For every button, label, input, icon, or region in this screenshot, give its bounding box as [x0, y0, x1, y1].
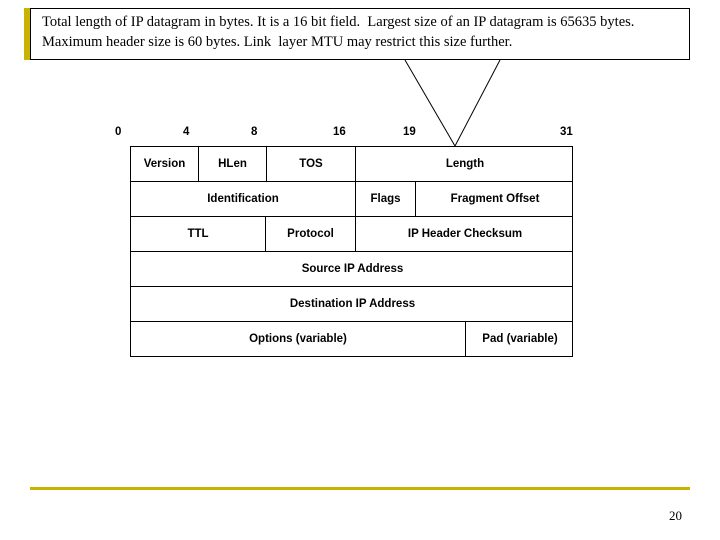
- header-field-destination-ip-address: Destination IP Address: [289, 298, 416, 310]
- page-number: 20: [669, 508, 682, 523]
- header-field-identification: Identification: [131, 182, 356, 216]
- bit-tick-19: 19: [403, 126, 416, 138]
- header-row: Destination IP Address: [131, 287, 573, 322]
- header-field-ip-header-checksum: IP Header Checksum: [407, 228, 523, 240]
- callout-box: [30, 8, 690, 60]
- header-field-pad-variable: Pad (variable): [482, 333, 558, 345]
- header-field-options-variable: Options (variable): [131, 322, 466, 356]
- header-row: Options (variable) Pad (variable): [131, 322, 573, 357]
- bit-tick-31: 31: [560, 126, 573, 138]
- header-field-source-ip-address: Source IP Address: [301, 263, 404, 275]
- header-field-tos: TOS: [267, 147, 356, 181]
- callout-text: Total length of IP datagram in bytes. It…: [42, 14, 642, 50]
- header-field-ttl: TTL: [131, 217, 266, 251]
- callout-accent-bar: [24, 8, 30, 60]
- header-field-version: Version: [131, 147, 199, 181]
- bit-position-ruler: 0 4 8 16 19 31: [115, 126, 595, 142]
- header-field-fragment-offset: Fragment Offset: [450, 193, 540, 205]
- bit-tick-8: 8: [251, 126, 258, 138]
- header-row: Source IP Address: [131, 252, 573, 287]
- bit-tick-16: 16: [333, 126, 346, 138]
- header-field-length: Length: [445, 158, 485, 170]
- header-field-hlen: HLen: [199, 147, 267, 181]
- header-field-flags: Flags: [356, 182, 416, 216]
- bit-tick-0: 0: [115, 126, 122, 138]
- header-field-protocol: Protocol: [266, 217, 356, 251]
- bit-tick-4: 4: [183, 126, 190, 138]
- footer-rule: [30, 487, 690, 490]
